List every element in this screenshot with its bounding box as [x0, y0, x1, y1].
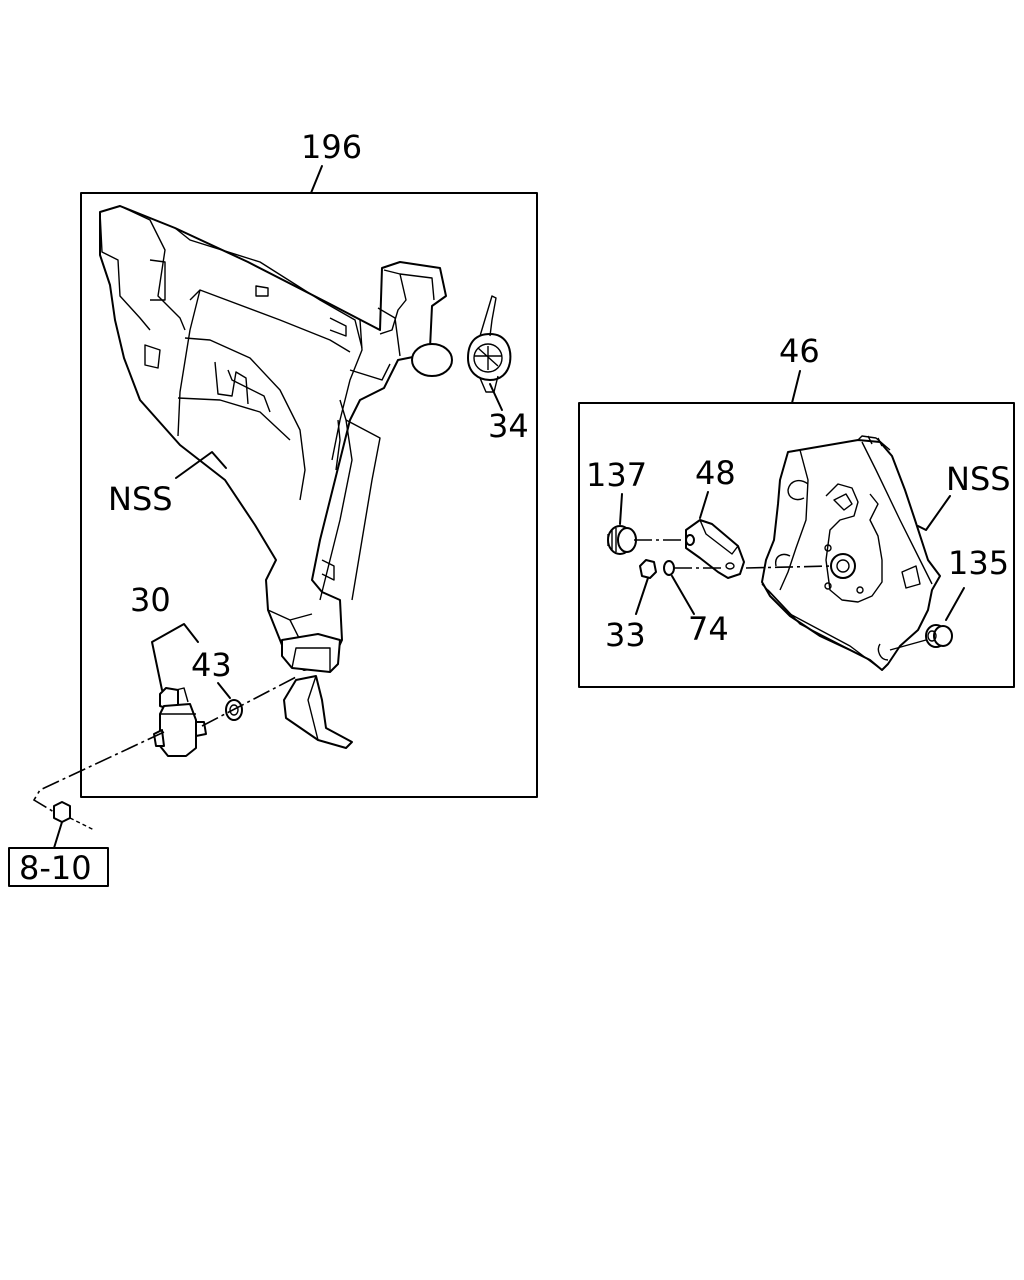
leader-8-10 — [53, 821, 63, 849]
connector-tail — [69, 817, 95, 831]
assembly-46 — [578, 370, 1015, 688]
leader-48 — [699, 491, 709, 519]
washer-pump — [151, 623, 207, 757]
wiper-plate — [761, 435, 941, 671]
tank-opening — [411, 343, 453, 377]
centerline-pump-tank — [201, 675, 299, 727]
pivot-boss — [824, 544, 864, 594]
leader-nss-right — [917, 495, 951, 531]
label-135: 135 — [948, 544, 1009, 582]
leader-46 — [791, 370, 801, 404]
callout-labels: 196 34 NSS 30 43 8-10 46 137 48 NSS 135 … — [19, 128, 1011, 887]
leader-43 — [217, 682, 231, 699]
washer-74 — [663, 560, 695, 615]
label-137: 137 — [586, 456, 647, 494]
grommet-135 — [925, 587, 965, 648]
centerline-grommet — [889, 639, 927, 651]
connector-icon — [53, 801, 71, 823]
leader-34 — [489, 383, 503, 411]
label-196: 196 — [301, 128, 362, 166]
nut-33 — [635, 559, 657, 615]
group-frame-196 — [80, 192, 538, 798]
label-74: 74 — [688, 610, 729, 648]
label-33: 33 — [605, 616, 646, 654]
label-nss-left: NSS — [108, 480, 173, 518]
tank-mount — [281, 559, 353, 749]
label-48: 48 — [695, 454, 736, 492]
nut-137 — [607, 493, 637, 555]
leader-135 — [945, 587, 965, 621]
harness-wire — [32, 731, 165, 813]
ref-box-8-10 — [8, 847, 109, 887]
grommet-43 — [217, 682, 243, 721]
label-46: 46 — [779, 332, 820, 370]
leader-74 — [671, 575, 695, 615]
leader-137 — [619, 493, 623, 525]
assembly-196 — [8, 165, 538, 887]
leader-33 — [635, 577, 649, 615]
leader-196 — [310, 165, 323, 194]
centerline-link-plate — [745, 565, 833, 569]
label-nss-right: NSS — [946, 460, 1011, 498]
filler-cap — [467, 295, 512, 411]
label-43: 43 — [191, 646, 232, 684]
leader-nss-left — [175, 451, 227, 479]
label-30: 30 — [130, 581, 171, 619]
washer-tank — [99, 205, 447, 671]
label-34: 34 — [488, 407, 529, 445]
label-8-10: 8-10 — [19, 849, 92, 887]
group-frame-46 — [578, 402, 1015, 688]
leader-30 — [151, 623, 199, 691]
wiper-link-48 — [685, 491, 745, 579]
